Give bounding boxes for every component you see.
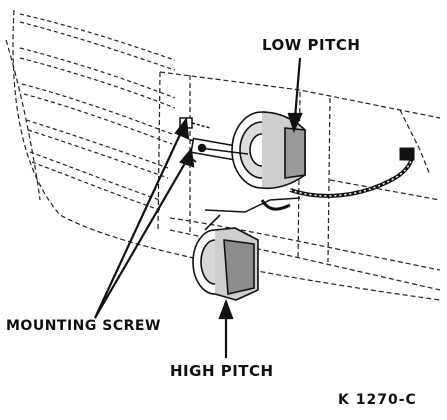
low-pitch-horn (199, 111, 306, 190)
leader-arrows (94, 57, 303, 358)
grille-bars (19, 13, 176, 211)
high-pitch-label: HIGH PITCH (170, 362, 274, 380)
figure-code: K 1270-C (338, 392, 417, 408)
wiring-harness (260, 147, 415, 211)
low-pitch-label: LOW PITCH (262, 36, 361, 54)
mounting-screw-label: MOUNTING SCREW (6, 318, 161, 334)
high-pitch-horn (192, 214, 259, 301)
